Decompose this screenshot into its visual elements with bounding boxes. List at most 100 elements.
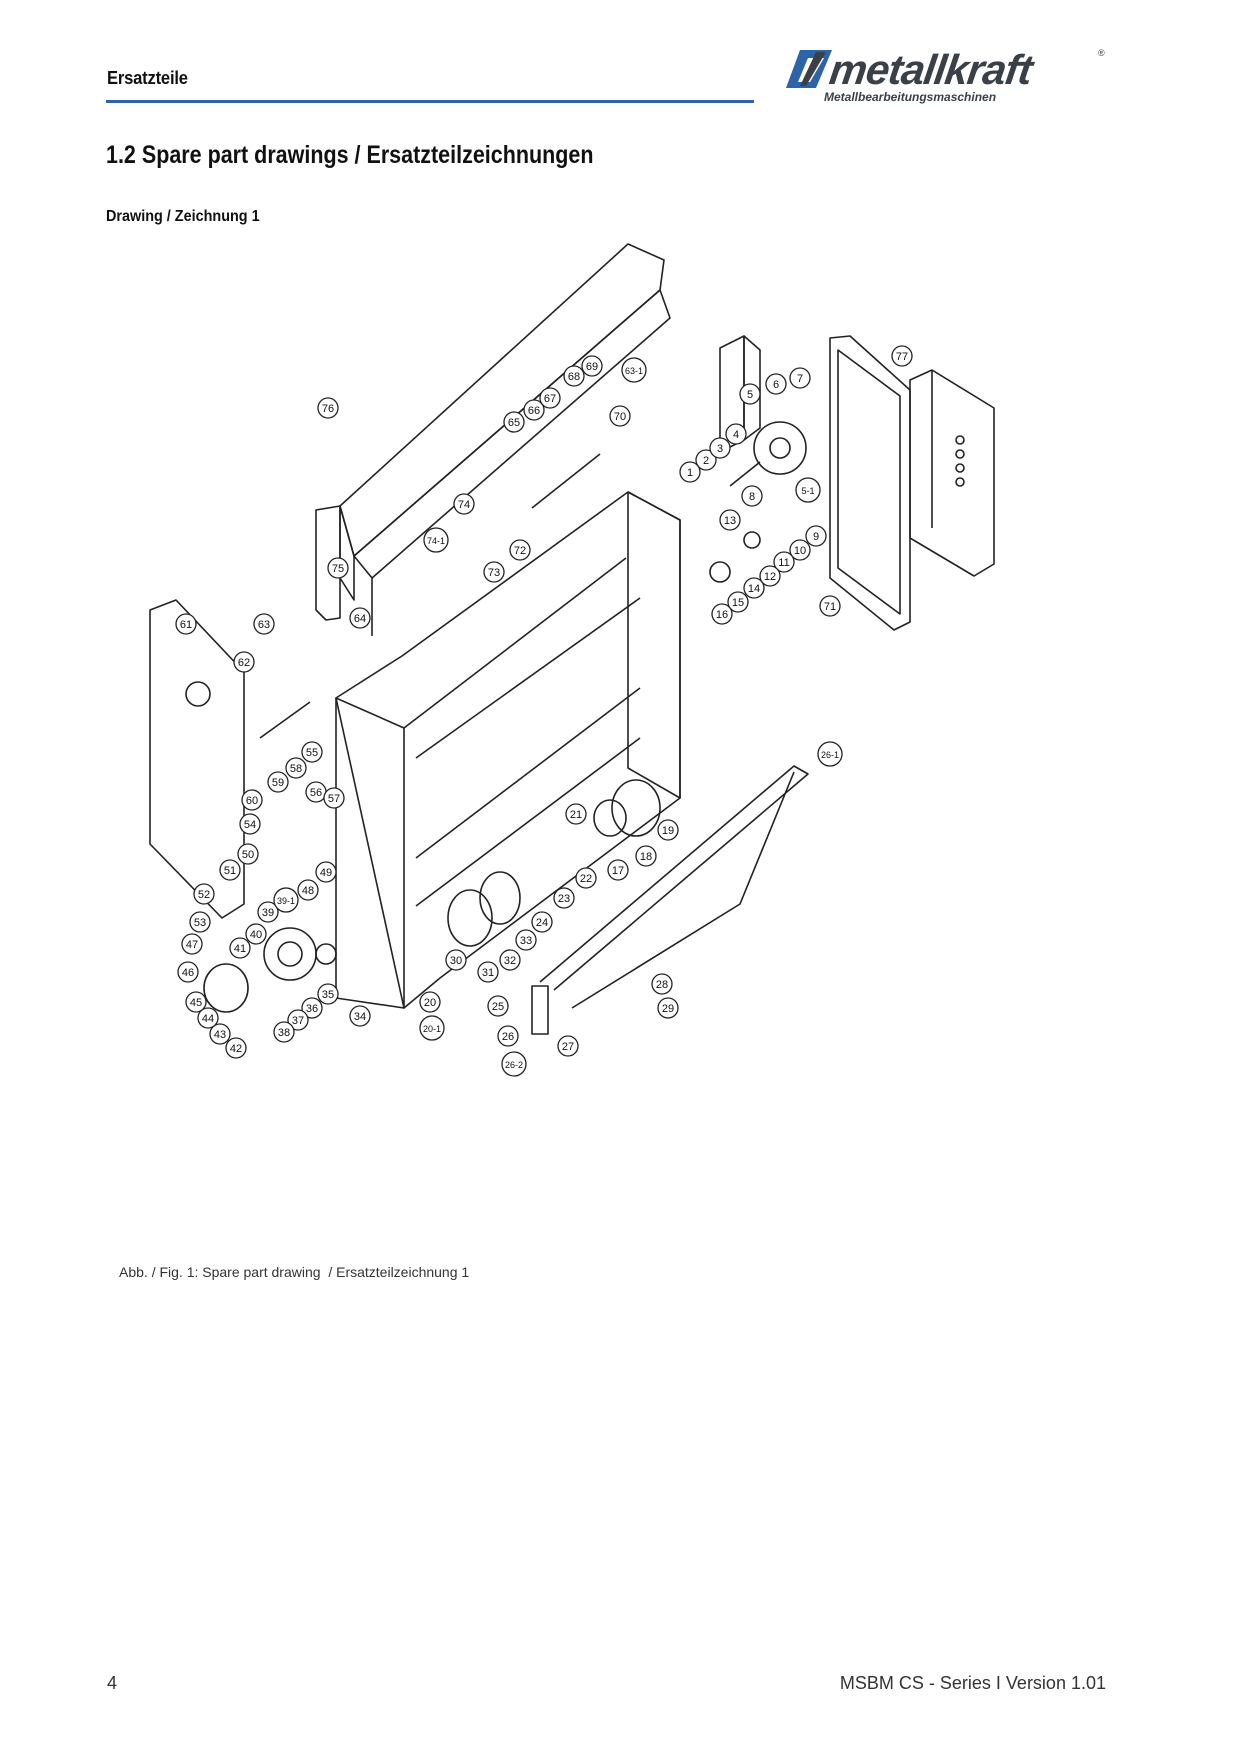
callout-72: 72 <box>509 539 531 561</box>
callout-label: 74 <box>458 499 470 511</box>
callout-label: 42 <box>230 1043 242 1055</box>
callout-label: 67 <box>544 393 556 405</box>
callout-11: 11 <box>773 551 795 573</box>
callout-63-1: 63-1 <box>621 357 647 383</box>
callout-17: 17 <box>607 859 629 881</box>
callout-label: 65 <box>508 417 520 429</box>
callout-label: 17 <box>612 865 624 877</box>
callout-label: 34 <box>354 1011 366 1023</box>
page-number: 4 <box>107 1673 118 1693</box>
callout-8: 8 <box>741 485 763 507</box>
callout-22: 22 <box>575 867 597 889</box>
callout-label: 5-1 <box>801 486 814 496</box>
callout-75: 75 <box>327 557 349 579</box>
callout-label: 37 <box>292 1015 304 1027</box>
callout-58: 58 <box>285 757 307 779</box>
callout-19: 19 <box>657 819 679 841</box>
callout-label: 4 <box>733 429 739 441</box>
callout-36: 36 <box>301 997 323 1019</box>
callout-26-2: 26-2 <box>501 1051 527 1077</box>
callout-37: 37 <box>287 1009 309 1031</box>
callout-label: 32 <box>504 955 516 967</box>
callout-label: 64 <box>354 613 366 625</box>
callout-label: 76 <box>322 403 334 415</box>
callout-69: 69 <box>581 355 603 377</box>
callout-25: 25 <box>487 995 509 1017</box>
callout-73: 73 <box>483 561 505 583</box>
left-side-panel <box>149 599 245 919</box>
callout-24: 24 <box>531 911 553 933</box>
callout-label: 26-2 <box>505 1060 523 1070</box>
callout-label: 6 <box>773 379 779 391</box>
callout-label: 20 <box>424 997 436 1009</box>
callout-label: 73 <box>488 567 500 579</box>
callout-label: 59 <box>272 777 284 789</box>
callout-label: 70 <box>614 411 626 423</box>
linkage-bar <box>539 765 809 991</box>
callout-label: 2 <box>703 455 709 467</box>
callout-label: 13 <box>724 515 736 527</box>
callout-label: 54 <box>244 819 256 831</box>
callout-4: 4 <box>725 423 747 445</box>
callout-label: 40 <box>250 929 262 941</box>
callout-label: 48 <box>302 885 314 897</box>
page-title: 1.2 Spare part drawings / Ersatzteilzeic… <box>106 141 594 169</box>
callout-55: 55 <box>301 741 323 763</box>
callout-65: 65 <box>503 411 525 433</box>
callout-label: 14 <box>748 583 760 595</box>
callout-14: 14 <box>743 577 765 599</box>
callout-5: 5 <box>739 383 761 405</box>
callout-label: 5 <box>747 389 753 401</box>
callout-66: 66 <box>523 399 545 421</box>
callout-30: 30 <box>445 949 467 971</box>
callout-35: 35 <box>317 983 339 1005</box>
callout-47: 47 <box>181 933 203 955</box>
logo-registered: ® <box>1098 48 1105 58</box>
drawing-label: Drawing / Zeichnung 1 <box>106 208 260 225</box>
callout-61: 61 <box>175 613 197 635</box>
callout-label: 44 <box>202 1013 214 1025</box>
callout-label: 47 <box>186 939 198 951</box>
callout-77: 77 <box>891 345 913 367</box>
callout-68: 68 <box>563 365 585 387</box>
callout-label: 20-1 <box>423 1024 441 1034</box>
callout-20-1: 20-1 <box>419 1015 445 1041</box>
callout-39: 39 <box>257 901 279 923</box>
callout-42: 42 <box>225 1037 247 1059</box>
callout-label: 24 <box>536 917 548 929</box>
electrical-box <box>909 369 995 577</box>
callout-9: 9 <box>805 525 827 547</box>
callout-label: 43 <box>214 1029 226 1041</box>
callout-27: 27 <box>557 1035 579 1057</box>
callout-label: 75 <box>332 563 344 575</box>
callout-15: 15 <box>727 591 749 613</box>
callout-label: 66 <box>528 405 540 417</box>
callout-23: 23 <box>553 887 575 909</box>
callout-label: 10 <box>794 545 806 557</box>
callout-10: 10 <box>789 539 811 561</box>
callout-label: 23 <box>558 893 570 905</box>
callout-1: 1 <box>679 461 701 483</box>
callout-57: 57 <box>323 787 345 809</box>
callout-31: 31 <box>477 961 499 983</box>
callout-label: 30 <box>450 955 462 967</box>
callout-49: 49 <box>315 861 337 883</box>
callout-6: 6 <box>765 373 787 395</box>
callout-label: 22 <box>580 873 592 885</box>
header-rule <box>106 100 754 103</box>
callout-label: 39-1 <box>277 896 295 906</box>
callout-label: 69 <box>586 361 598 373</box>
callout-label: 21 <box>570 809 582 821</box>
callout-40: 40 <box>245 923 267 945</box>
callout-label: 36 <box>306 1003 318 1015</box>
callout-48: 48 <box>297 879 319 901</box>
callout-32: 32 <box>499 949 521 971</box>
callout-20: 20 <box>419 991 441 1013</box>
callout-label: 55 <box>306 747 318 759</box>
callout-39-1: 39-1 <box>273 887 299 913</box>
callout-74: 74 <box>453 493 475 515</box>
callout-label: 72 <box>514 545 526 557</box>
callout-label: 16 <box>716 609 728 621</box>
callout-18: 18 <box>635 845 657 867</box>
callout-43: 43 <box>209 1023 231 1045</box>
